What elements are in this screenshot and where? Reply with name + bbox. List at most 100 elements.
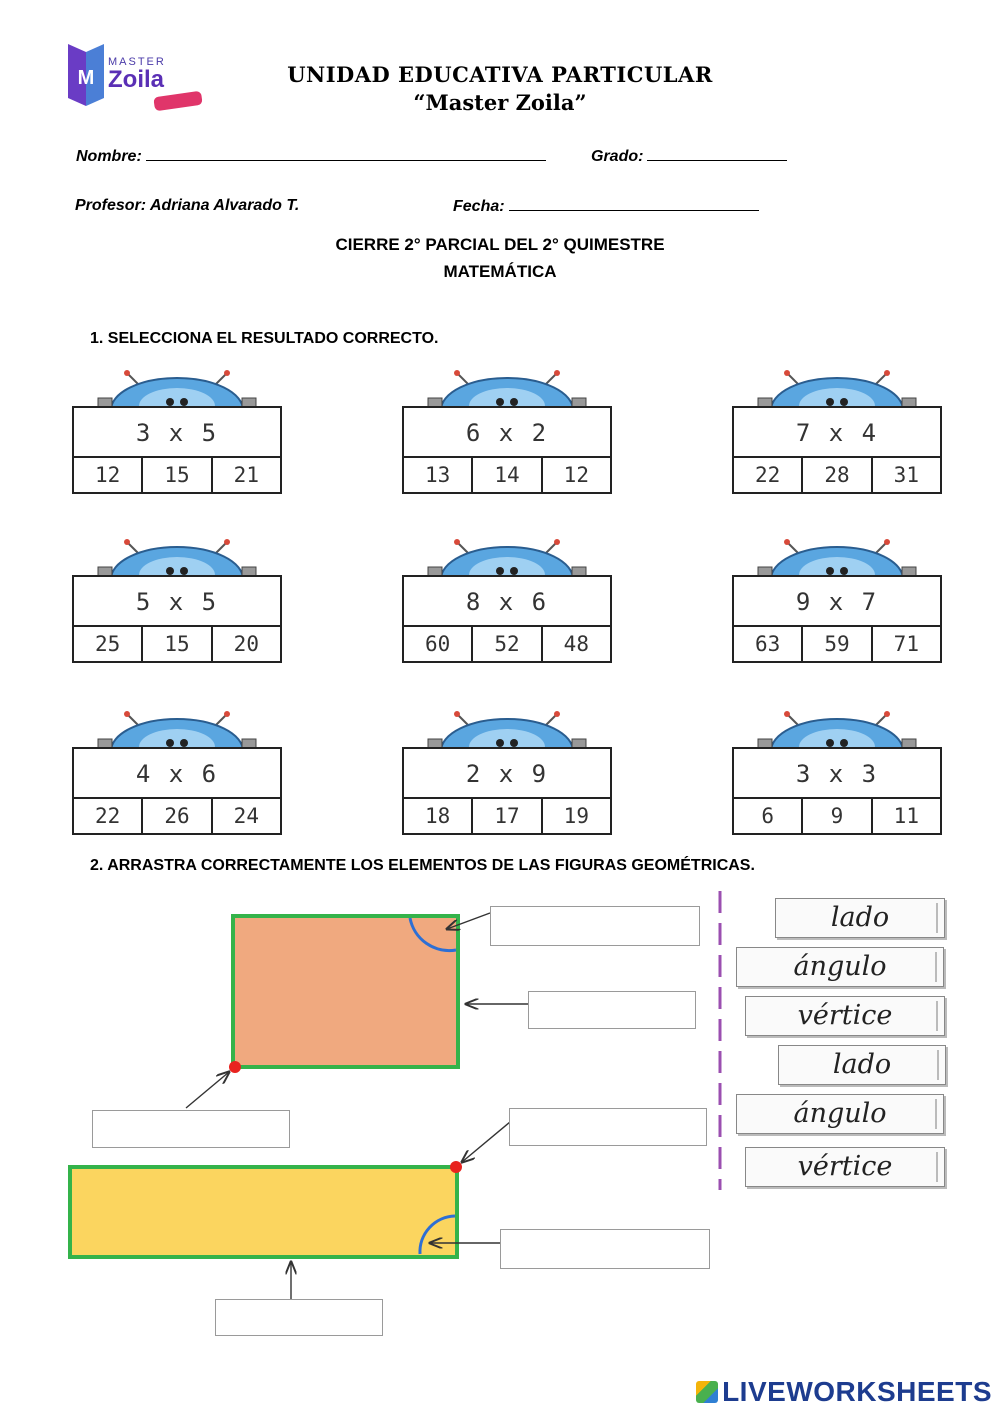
drop-box-rectangle-angle[interactable] — [500, 1229, 710, 1269]
answer-option[interactable]: 6 — [734, 799, 804, 833]
answer-option[interactable]: 71 — [893, 632, 919, 656]
card-expression: 6 x 2 — [404, 408, 610, 458]
monster-icon — [427, 370, 587, 410]
word-bank-divider — [718, 891, 722, 1190]
square-vertex-dot — [229, 1061, 241, 1073]
word-tile[interactable]: lado — [778, 1045, 946, 1085]
liveworksheets-logo-icon — [696, 1381, 719, 1403]
card-expression: 3 x 5 — [74, 408, 280, 458]
rectangle-shape — [68, 1165, 459, 1259]
answer-option[interactable]: 9 — [803, 799, 873, 833]
logo-name-text: Zoila — [108, 66, 165, 93]
answer-option[interactable]: 14 — [473, 458, 543, 492]
school-logo: M — [66, 40, 211, 112]
card-expression: 8 x 6 — [404, 577, 610, 627]
card-expression: 5 x 5 — [74, 577, 280, 627]
drop-box-rectangle-side[interactable] — [215, 1299, 383, 1336]
answer-option[interactable]: 26 — [143, 799, 213, 833]
geometry-figures — [68, 912, 528, 1300]
card-expression: 7 x 4 — [734, 408, 940, 458]
answer-option[interactable]: 13 — [404, 458, 474, 492]
drop-box-rectangle-vertex[interactable] — [509, 1108, 707, 1146]
monster-icon — [757, 711, 917, 751]
answer-option[interactable]: 12 — [74, 458, 144, 492]
square-shape — [231, 914, 460, 1069]
card-expression: 4 x 6 — [74, 749, 280, 799]
answer-option[interactable]: 28 — [803, 458, 873, 492]
name-field: Nombre: — [76, 147, 546, 166]
answer-option[interactable]: 18 — [404, 799, 474, 833]
monster-icon — [427, 711, 587, 751]
arrow-to-square-vertex — [185, 1072, 229, 1109]
word-tile[interactable]: vértice — [745, 1147, 945, 1187]
answer-option[interactable]: 60 — [404, 627, 474, 661]
answer-option[interactable]: 59 — [803, 627, 873, 661]
word-tile[interactable]: ángulo — [736, 947, 944, 987]
name-label: Nombre: — [76, 148, 142, 165]
answer-option[interactable]: 17 — [473, 799, 543, 833]
card-expression: 2 x 9 — [404, 749, 610, 799]
monster-icon — [97, 711, 257, 751]
monster-icon — [97, 539, 257, 579]
card-expression: 3 x 3 — [734, 749, 940, 799]
word-tile[interactable]: lado — [775, 898, 945, 938]
rectangle-vertex-dot — [450, 1161, 462, 1173]
answer-option[interactable]: 22 — [74, 799, 144, 833]
rectangle-angle-arc — [418, 1214, 456, 1255]
word-tile[interactable]: ángulo — [736, 1094, 944, 1134]
monster-icon — [757, 370, 917, 410]
arrow-to-rectangle-vertex — [462, 1121, 511, 1162]
answer-option[interactable]: 24 — [233, 804, 259, 828]
grade-label: Grado: — [591, 148, 644, 165]
answer-option[interactable]: 20 — [233, 632, 259, 656]
drop-box-square-angle[interactable] — [490, 906, 700, 946]
grade-blank-line — [647, 147, 788, 161]
answer-option[interactable]: 15 — [143, 458, 213, 492]
answer-option[interactable]: 12 — [563, 463, 589, 487]
word-tile[interactable]: vértice — [745, 996, 945, 1036]
drop-box-square-side[interactable] — [528, 991, 696, 1029]
answer-option[interactable]: 15 — [143, 627, 213, 661]
answer-option[interactable]: 63 — [734, 627, 804, 661]
answer-option[interactable]: 19 — [563, 804, 589, 828]
drop-box-square-vertex[interactable] — [92, 1110, 290, 1148]
answer-option[interactable]: 31 — [893, 463, 919, 487]
card-expression: 9 x 7 — [734, 577, 940, 627]
monster-icon — [97, 370, 257, 410]
answer-option[interactable]: 48 — [563, 632, 589, 656]
answer-option[interactable]: 22 — [734, 458, 804, 492]
square-angle-arc — [408, 917, 457, 953]
logo-master-text: MASTER — [108, 56, 166, 68]
answer-option[interactable]: 52 — [473, 627, 543, 661]
answer-option[interactable]: 21 — [233, 463, 259, 487]
question-1-text: 1. SELECCIONA EL RESULTADO CORRECTO. — [90, 330, 439, 347]
answer-option[interactable]: 11 — [893, 804, 919, 828]
date-blank-line — [508, 197, 759, 211]
logo-emblem-icon: M — [68, 44, 203, 111]
answer-option[interactable]: 25 — [74, 627, 144, 661]
question-2-text: 2. ARRASTRA CORRECTAMENTE LOS ELEMENTOS … — [90, 857, 755, 874]
date-label: Fecha: — [453, 198, 505, 215]
